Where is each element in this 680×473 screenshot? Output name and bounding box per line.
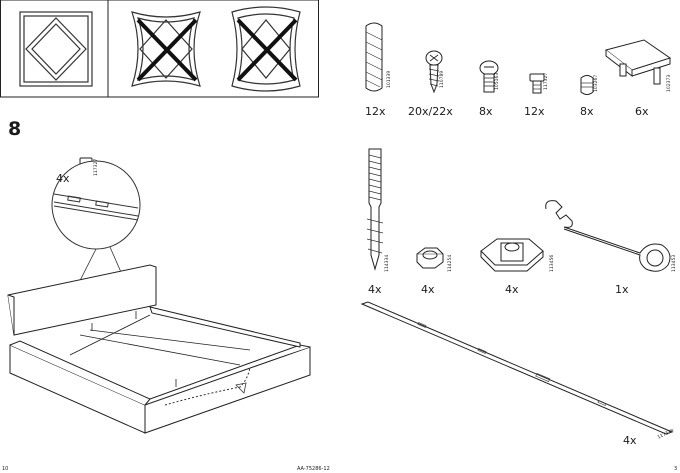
- qty-wood-screw: 20x/22x: [408, 105, 453, 118]
- part-code-short-bolt: 117327: [544, 72, 549, 90]
- hex-nut-icon: [416, 247, 444, 269]
- center-support-bar-icon: [360, 301, 674, 435]
- short-bolt-icon: [529, 73, 545, 94]
- part-code-dowel: 101339: [387, 70, 392, 88]
- qty-bracket: 6x: [635, 105, 649, 118]
- dashed-outline: [164, 366, 251, 406]
- part-code-rail-fitting: 113456: [550, 254, 555, 272]
- qty-plug: 8x: [580, 105, 594, 118]
- part-code-hex-nut: 114254: [448, 254, 453, 272]
- footer-left-page-number: 10: [2, 466, 9, 472]
- wood-screw-icon: [425, 50, 443, 94]
- orientation-panel: [0, 0, 319, 98]
- step-number: 8: [8, 118, 22, 140]
- detail-part-code: 117327: [94, 158, 99, 176]
- footer-right-page-number: 3: [674, 466, 678, 472]
- slat-bracket-icon: [604, 39, 672, 85]
- qty-hex-nut: 4x: [421, 283, 435, 296]
- wrench-icon: [545, 200, 671, 272]
- qty-hex-bolt: 8x: [479, 105, 493, 118]
- part-code-bracket: 102373: [667, 74, 672, 92]
- qty-dowel: 12x: [365, 105, 386, 118]
- part-code-plug: 103267: [594, 74, 599, 92]
- hex-bolt-icon: [479, 60, 499, 93]
- correct-frame-icon: [19, 11, 93, 87]
- dowel-icon: [365, 22, 383, 92]
- plastic-plug-icon: [580, 75, 594, 95]
- wrong-frame-icon-2: [231, 6, 301, 92]
- qty-rail-fitting: 4x: [505, 283, 519, 296]
- rail-fitting-icon: [480, 238, 544, 272]
- part-code-hanger-bolt: 114334: [385, 254, 390, 272]
- bed-frame-illustration: [7, 264, 311, 434]
- part-code-wrench: 113453: [672, 254, 677, 272]
- qty-wrench: 1x: [615, 283, 629, 296]
- footer-document-id: AA-75286-12: [297, 466, 330, 472]
- qty-short-bolt: 12x: [524, 105, 545, 118]
- detail-quantity: 4x: [56, 172, 70, 185]
- qty-hanger-bolt: 4x: [368, 283, 382, 296]
- wrong-frame-icon-1: [131, 11, 201, 87]
- hanger-bolt-icon: [366, 148, 384, 271]
- part-code-hex-bolt: 105163: [495, 72, 500, 90]
- qty-support-bar: 4x: [623, 434, 637, 447]
- part-code-wood-screw: 110789: [440, 70, 445, 88]
